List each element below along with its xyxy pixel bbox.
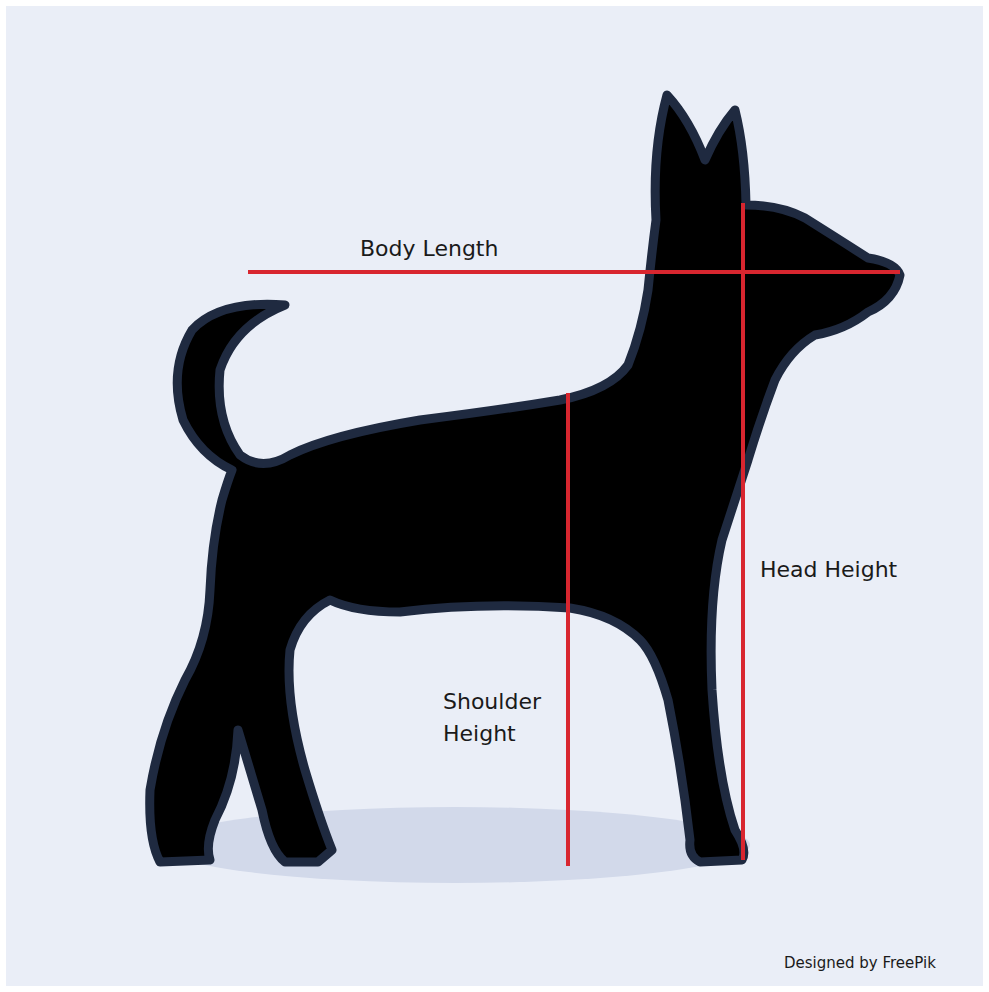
shoulder-height-line [566,393,570,866]
head-height-line [741,203,745,860]
credit-note: Designed by FreePik [784,953,936,975]
dog-silhouette [150,95,900,862]
ground-shadow [160,807,750,883]
dimension-label: Body Length [360,233,498,265]
body-length-line [248,270,900,274]
dimension-label: Shoulder Height [443,686,561,750]
dimension-label: Head Height [760,554,897,586]
